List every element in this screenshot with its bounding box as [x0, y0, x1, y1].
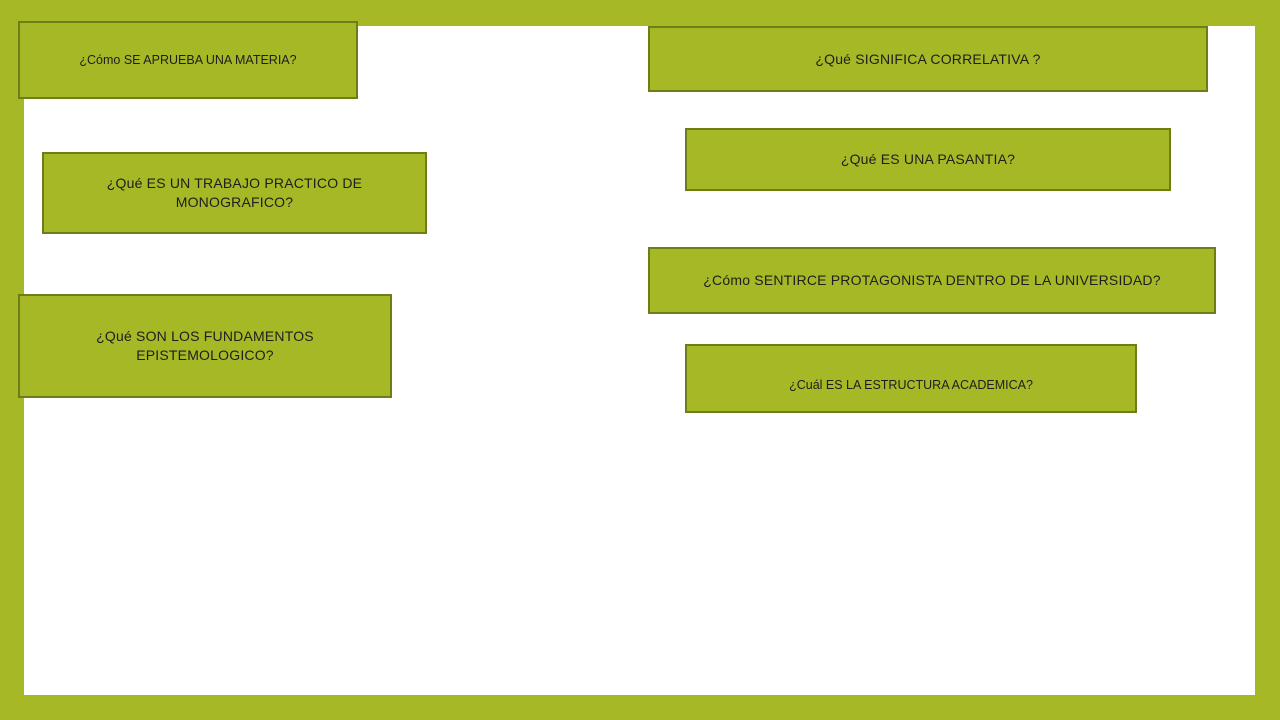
question-pasantia-button[interactable]: ¿Qué ES UNA PASANTIA? [685, 128, 1171, 191]
question-fundamentos-label: ¿Qué SON LOS FUNDAMENTOS EPISTEMOLOGICO? [96, 328, 314, 363]
question-trabajo-practico-label: ¿Qué ES UN TRABAJO PRACTICO DE MONOGRAFI… [106, 175, 363, 210]
question-fundamentos-button[interactable]: ¿Qué SON LOS FUNDAMENTOS EPISTEMOLOGICO? [18, 294, 392, 398]
question-protagonista-label: ¿Cómo SENTIRCE PROTAGONISTA DENTRO DE LA… [703, 272, 1161, 288]
question-aprueba-materia-label: ¿Cómo SE APRUEBA UNA MATERIA? [79, 52, 297, 67]
question-estructura-button[interactable]: ¿Cuál ES LA ESTRUCTURA ACADEMICA? [685, 344, 1137, 413]
question-estructura-label: ¿Cuál ES LA ESTRUCTURA ACADEMICA? [789, 378, 1033, 392]
question-pasantia-label: ¿Qué ES UNA PASANTIA? [840, 151, 1016, 167]
question-correlativa-label: ¿Qué SIGNIFICA CORRELATIVA ? [815, 50, 1041, 67]
question-trabajo-practico-button[interactable]: ¿Qué ES UN TRABAJO PRACTICO DE MONOGRAFI… [42, 152, 427, 234]
question-protagonista-button[interactable]: ¿Cómo SENTIRCE PROTAGONISTA DENTRO DE LA… [648, 247, 1216, 314]
question-aprueba-materia-button[interactable]: ¿Cómo SE APRUEBA UNA MATERIA? [18, 21, 358, 99]
question-correlativa-button[interactable]: ¿Qué SIGNIFICA CORRELATIVA ? [648, 26, 1208, 92]
